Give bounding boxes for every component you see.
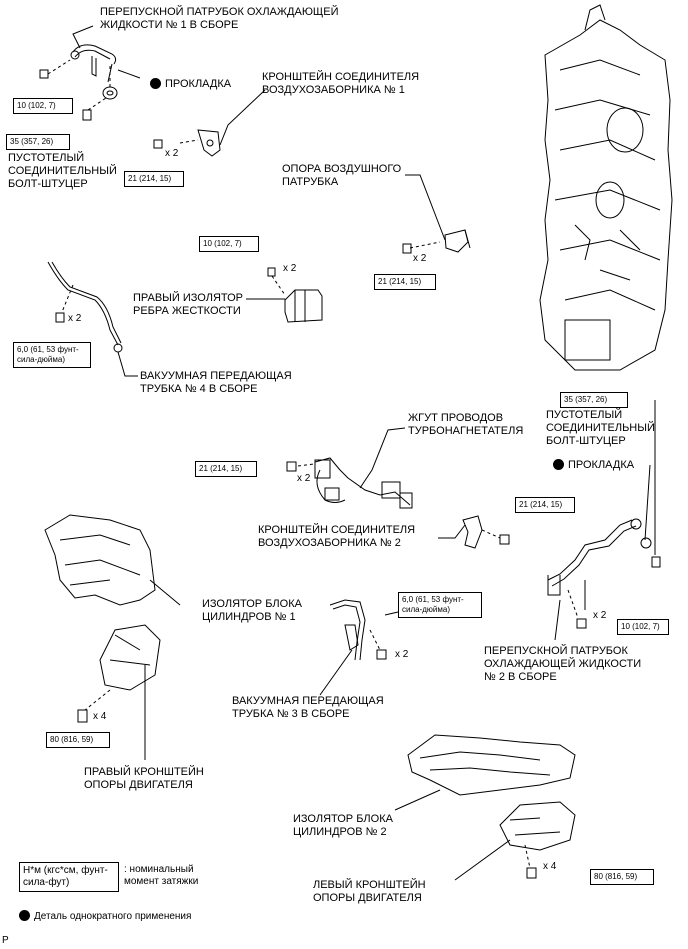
quantity-label: x 2 [283,263,297,274]
quantity-label: x 2 [395,649,409,660]
single-use-dot-icon [19,910,30,921]
bypass-pipe-2-illustration [547,400,661,641]
torque-box: 21 (214, 15) [124,171,184,187]
label-gasket-2-text: ПРОКЛАДКА [568,459,635,471]
label-bypass-pipe-1: ПЕРЕПУСКНОЙ ПАТРУБОК ОХЛАЖДАЮЩЕЙ ЖИДКОСТ… [100,6,339,31]
engine-block-illustration [539,4,673,371]
corner-mark: P [2,935,9,946]
label-gasket-2: ПРОКЛАДКА [553,459,634,472]
label-block-insulator-1: ИЗОЛЯТОР БЛОКА ЦИЛИНДРОВ № 1 [202,598,302,623]
single-use-dot-icon [553,459,564,470]
label-lh-mount-bracket: ЛЕВЫЙ КРОНШТЕЙН ОПОРЫ ДВИГАТЕЛЯ [313,879,426,904]
intake-bracket-2-illustration [438,515,510,549]
label-air-tube-stay: ОПОРА ВОЗДУШНОГО ПАТРУБКА [282,163,402,188]
quantity-label: x 4 [543,861,557,872]
torque-box: 80 (816, 59) [46,732,110,748]
torque-box: 6,0 (61, 53 фунт- сила-дюйма) [398,592,482,618]
legend-single-use-text: Деталь однократного применения [34,911,192,922]
label-block-insulator-2: ИЗОЛЯТОР БЛОКА ЦИЛИНДРОВ № 2 [293,813,393,838]
intake-bracket-1-illustration [153,89,266,157]
bypass-pipe-1-illustration [39,25,141,121]
label-rh-mount-bracket: ПРАВЫЙ КРОНШТЕЙН ОПОРЫ ДВИГАТЕЛЯ [84,766,204,791]
block-insulator-1-illustration [44,514,181,606]
quantity-label: x 2 [68,313,82,324]
label-intake-bracket-1: КРОНШТЕЙН СОЕДИНИТЕЛЯ ВОЗДУХОЗАБОРНИКА №… [262,71,420,96]
quantity-label: x 2 [297,473,311,484]
torque-box: 21 (214, 15) [374,274,436,290]
label-union-bolt-1: ПУСТОТЕЛЫЙ СОЕДИНИТЕЛЬНЫЙ БОЛТ-ШТУЦЕР [8,152,117,190]
label-vacuum-pipe-4: ВАКУУМНАЯ ПЕРЕДАЮЩАЯ ТРУБКА № 4 В СБОРЕ [140,370,292,395]
block-insulator-2-illustration [394,734,576,811]
torque-box: 21 (214, 15) [195,461,257,477]
legend-single-use: Деталь однократного применения [19,910,191,923]
rh-stiffener-insulator-illustration [246,267,323,323]
label-union-bolt-2: ПУСТОТЕЛЫЙ СОЕДИНИТЕЛЬНЫЙ БОЛТ-ШТУЦЕР [546,409,655,447]
torque-box: 10 (102, 7) [617,619,669,635]
rh-mount-bracket-illustration [77,624,161,760]
quantity-label: x 4 [93,711,107,722]
legend-unit-box: Н*м (кгс*см, фунт- сила-фут) [19,862,119,892]
torque-box: 10 (102, 7) [199,236,259,252]
label-bypass-pipe-2: ПЕРЕПУСКНОЙ ПАТРУБОК ОХЛАЖДАЮЩЕЙ ЖИДКОСТ… [484,645,642,683]
quantity-label: x 2 [413,253,427,264]
lh-mount-bracket-illustration [454,801,576,881]
air-tube-stay-illustration [402,174,471,254]
legend-unit-description: : номинальный момент затяжки [124,864,199,887]
label-intake-bracket-2: КРОНШТЕЙН СОЕДИНИТЕЛЯ ВОЗДУХОЗАБОРНИКА №… [258,524,416,549]
torque-box: 35 (357, 26) [6,134,70,150]
torque-box: 10 (102, 7) [13,98,73,114]
torque-box: 80 (816, 59) [590,869,654,885]
quantity-label: x 2 [593,610,607,621]
vacuum-pipe-4-illustration [47,261,138,377]
single-use-dot-icon [150,78,161,89]
vacuum-pipe-3-illustration [319,599,399,696]
quantity-label: x 2 [165,148,179,159]
torque-box: 35 (357, 26) [560,392,628,408]
label-rh-stiffener-insulator: ПРАВЫЙ ИЗОЛЯТОР РЕБРА ЖЕСТКОСТИ [133,292,244,317]
label-gasket-1: ПРОКЛАДКА [150,78,231,91]
torque-box: 21 (214, 15) [515,497,575,513]
turbo-harness-illustration [286,427,413,509]
label-gasket-1-text: ПРОКЛАДКА [165,78,232,90]
torque-box: 6,0 (61, 53 фунт- сила-дюйма) [13,342,91,368]
label-vacuum-pipe-3: ВАКУУМНАЯ ПЕРЕДАЮЩАЯ ТРУБКА № 3 В СБОРЕ [232,695,384,720]
label-turbo-harness: ЖГУТ ПРОВОДОВ ТУРБОНАГНЕТАТЕЛЯ [408,412,524,437]
